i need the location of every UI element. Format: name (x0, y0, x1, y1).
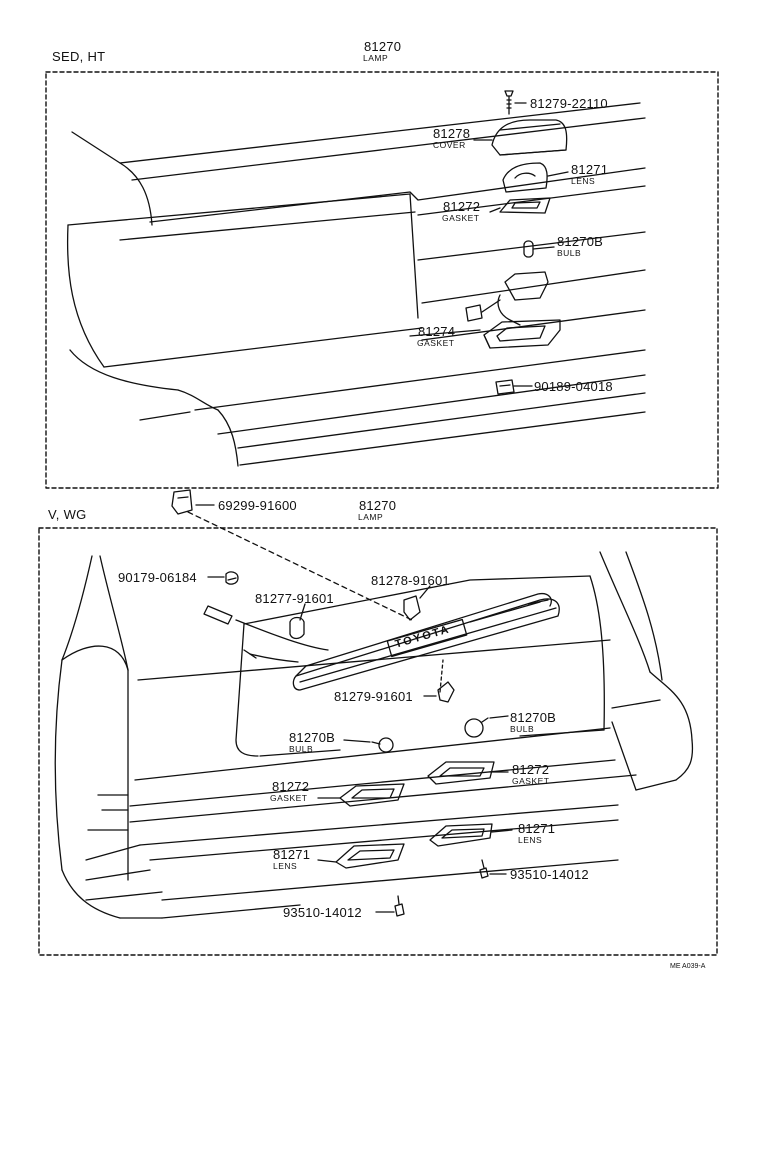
section-label-sed: SED, HT (52, 49, 106, 64)
part-number-wg-bracket-bottom: 81279-91601 (334, 689, 413, 704)
part-number-sed-screw: 81279-22110 (530, 96, 608, 111)
lamp-name-wg: LAMP (358, 512, 384, 522)
lamp-name-sed: LAMP (363, 53, 389, 63)
part-number-sed-gasket-upper: 81272 (443, 199, 481, 214)
wg-connector-part (171, 489, 193, 515)
wg-bulb-right-part (464, 717, 489, 738)
wg-screw-right-part (479, 859, 489, 879)
sed-screw-part (504, 90, 514, 115)
wg-lamp-assembly (292, 592, 560, 691)
part-name-sed-lens: LENS (571, 176, 596, 186)
part-number-wg-screw-right: 93510-14012 (510, 867, 589, 882)
part-number-sed-cover: 81278 (433, 126, 471, 141)
sed-gasket-lower-part (483, 319, 561, 349)
wg-clip-part (225, 571, 239, 585)
part-name-sed-cover: COVER (433, 140, 466, 150)
wg-guide-line (187, 511, 413, 621)
part-number-sed-lens: 81271 (571, 162, 609, 177)
part-name-sed-gasket-upper: GASKET (442, 213, 480, 223)
wg-bracket-bottom-part (437, 681, 455, 703)
sed-lens-part (502, 162, 548, 193)
sed-clip-part (495, 379, 515, 395)
figure-code: ME A039-A (670, 963, 706, 970)
part-name-wg-lens-left: LENS (273, 861, 298, 871)
wg-bulb-left-part (371, 737, 394, 753)
wg-wire (249, 653, 299, 663)
sed-socket-part (465, 271, 549, 326)
part-number-wg-lens-right: 81271 (518, 821, 556, 836)
section-wg-frame (38, 527, 718, 956)
part-name-wg-bulb-right: BULB (510, 724, 535, 734)
part-name-wg-gasket-right: GASKET (512, 776, 550, 786)
sed-gasket-upper-part (499, 197, 551, 214)
wg-screw-left-part (394, 895, 405, 917)
part-number-wg-screw-left: 93510-14012 (283, 905, 362, 920)
wg-bracket-right-part (403, 595, 421, 621)
wg-wire (235, 619, 329, 651)
wg-lens-right-part (429, 823, 493, 847)
part-name-sed-bulb: BULB (557, 248, 582, 258)
part-number-wg-lens-left: 81271 (273, 847, 311, 862)
sed-car-outline (66, 102, 646, 467)
lamp-number-wg: 81270 (359, 498, 397, 513)
sed-bulb-part (523, 240, 555, 258)
part-number-sed-bulb: 81270B (557, 234, 604, 249)
part-name-wg-lens-right: LENS (518, 835, 543, 845)
part-name-wg-bulb-left: BULB (289, 744, 314, 754)
sed-cover-part (491, 119, 568, 156)
part-number-sed-clip: 90189-04018 (534, 379, 613, 394)
part-number-sed-gasket-lower: 81274 (418, 324, 456, 339)
part-name-wg-gasket-left: GASKET (270, 793, 308, 803)
wg-gasket-left-part (339, 783, 405, 807)
wg-bracket-left-part (289, 616, 305, 640)
section-sed-frame (45, 71, 719, 489)
part-number-wg-gasket-left: 81272 (272, 779, 310, 794)
wg-lens-left-part (335, 843, 405, 869)
part-number-wg-clip: 90179-06184 (118, 570, 197, 585)
part-number-wg-bracket-left: 81277-91601 (255, 591, 334, 606)
part-number-wg-bulb-left: 81270B (289, 730, 336, 745)
part-number-wg-connector: 69299-91600 (218, 498, 297, 513)
part-name-sed-gasket-lower: GASKET (417, 338, 455, 348)
section-label-wg: V, WG (48, 507, 87, 522)
part-number-wg-gasket-right: 81272 (512, 762, 550, 777)
lamp-number-sed: 81270 (364, 39, 402, 54)
part-number-wg-bracket-right: 81278-91601 (371, 573, 450, 588)
wg-gasket-right-part (427, 761, 495, 785)
part-number-wg-bulb-right: 81270B (510, 710, 557, 725)
